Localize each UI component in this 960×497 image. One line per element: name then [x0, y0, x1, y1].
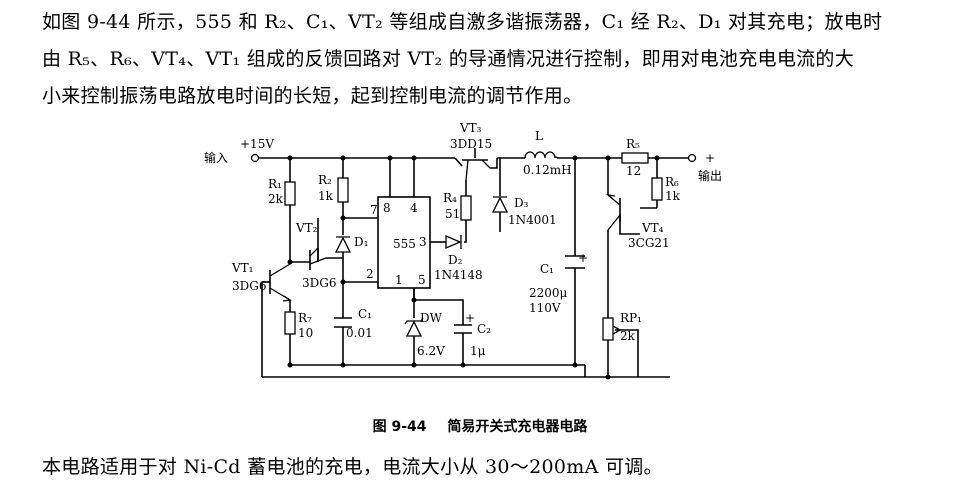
d2-type: 1N4148 [434, 268, 483, 282]
pin-7-label: 7 [370, 203, 378, 217]
zener-dw [404, 317, 424, 337]
vt1-type: 3DG6 [232, 279, 266, 293]
figure-number: 图 9-44 [372, 419, 427, 435]
resistor-r6 [651, 177, 663, 201]
r4-value: 51 [445, 207, 460, 221]
junctions [250, 153, 697, 380]
r5-label: R₅ [626, 137, 640, 151]
diode-d3 [491, 196, 509, 213]
vt3-label: VT₃ [459, 121, 482, 135]
c2-label: C₂ [477, 322, 491, 336]
inductor-label: L [535, 129, 543, 143]
output-terminal [687, 153, 697, 163]
r6-label: R₆ [665, 175, 679, 189]
vt1-label: VT₁ [231, 261, 253, 275]
transistor-vt3 [454, 157, 491, 181]
resistor-r4 [460, 195, 472, 221]
transistors [269, 157, 621, 302]
vt4-label: VT₄ [641, 221, 664, 235]
r1-label: R₁ [268, 177, 282, 191]
c2-value: 1μ [470, 344, 486, 358]
resistor-r2 [337, 177, 349, 203]
c1-tank-voltage: 110V [529, 301, 561, 315]
figure-caption: 图 9-44 简易开关式充电器电路 [0, 416, 960, 436]
diodes [334, 196, 509, 337]
r4-label: R₄ [443, 191, 457, 205]
c2-plus-sign: + [465, 311, 475, 325]
diode-d1 [334, 236, 352, 253]
r2-value: 1k [318, 189, 334, 203]
capacitor-c1-timing [334, 317, 352, 328]
capacitors [334, 255, 585, 334]
inductor-l [524, 151, 558, 159]
transistor-vt4 [605, 194, 621, 231]
pin-4-label: 4 [410, 201, 418, 215]
dw-label: DW [420, 311, 443, 325]
dw-value: 6.2V [417, 344, 445, 358]
intro-paragraph: 如图 9-44 所示，555 和 R₂、C₁、VT₂ 等组成自激多谐振荡器，C₁… [42, 4, 942, 115]
ic-555-label: 555 [393, 237, 416, 251]
r5-value: 12 [626, 164, 641, 178]
rp1-value: 2k [620, 329, 636, 343]
resistor-r5 [621, 152, 649, 164]
resistor-r7 [284, 311, 296, 335]
pin-1-label: 1 [395, 273, 403, 287]
vt2-label: VT₂ [295, 221, 318, 235]
closing-paragraph: 本电路适用于对 Ni-Cd 蓄电池的充电，电流大小从 30～200mA 可调。 [42, 456, 663, 478]
transistor-vt1 [269, 263, 292, 302]
c1-timing-label: C₁ [358, 307, 372, 321]
component-labels: 输入 +15V + 输出 R₁ 2k R₂ 1k R₄ 51 R₅ 12 R₆ … [204, 121, 722, 358]
r2-label: R₂ [318, 173, 332, 187]
r1-value: 2k [268, 192, 284, 206]
capacitor-c1-tank [565, 255, 585, 269]
intro-line-3: 小来控制振荡电路放电时间的长短，起到控制电流的调节作用。 [42, 85, 583, 107]
vt4-type: 3CG21 [628, 236, 670, 250]
d3-label: D₃ [514, 196, 529, 210]
input-terminal [250, 153, 260, 163]
intro-line-2: 由 R₅、R₆、VT₄、VT₁ 组成的反馈回路对 VT₂ 的导通情况进行控制，即… [42, 48, 855, 70]
resistor-r1 [284, 181, 296, 206]
pin-8-label: 8 [383, 201, 391, 215]
r6-value: 1k [665, 189, 681, 203]
rp1-wiper-arrow [612, 325, 621, 335]
potentiometer-rp1 [602, 317, 614, 341]
output-label: 输出 [698, 168, 722, 183]
d2-label: D₂ [448, 253, 463, 267]
transistor-vt2 [309, 247, 327, 270]
resistors [284, 152, 663, 341]
c1-plus-sign: + [578, 251, 588, 265]
rp1-label: RP₁ [620, 311, 642, 325]
diode-d2 [445, 235, 462, 249]
pin-5-label: 5 [418, 273, 426, 287]
intro-line-1: 如图 9-44 所示，555 和 R₂、C₁、VT₂ 等组成自激多谐振荡器，C₁… [42, 11, 883, 33]
input-voltage-label: +15V [240, 137, 274, 151]
input-label: 输入 [204, 150, 228, 165]
ic-555 [377, 196, 431, 289]
d1-label: D₁ [354, 235, 368, 249]
capacitor-c2 [454, 324, 472, 334]
r7-value: 10 [298, 326, 313, 340]
r7-label: R₇ [298, 311, 312, 325]
c1-tank-label: C₁ [540, 262, 554, 276]
pin-2-label: 2 [366, 267, 374, 281]
c1-timing-value: 0.01 [346, 326, 373, 340]
c1-tank-capacitance: 2200μ [529, 286, 568, 300]
output-plus-label: + [705, 151, 715, 165]
figure-title: 简易开关式充电器电路 [447, 419, 588, 435]
pin-3-label: 3 [419, 235, 427, 249]
inductor-value: 0.12mH [523, 163, 572, 177]
d3-type: 1N4001 [508, 213, 557, 227]
vt2-type: 3DG6 [302, 276, 336, 290]
vt3-type: 3DD15 [450, 137, 492, 151]
